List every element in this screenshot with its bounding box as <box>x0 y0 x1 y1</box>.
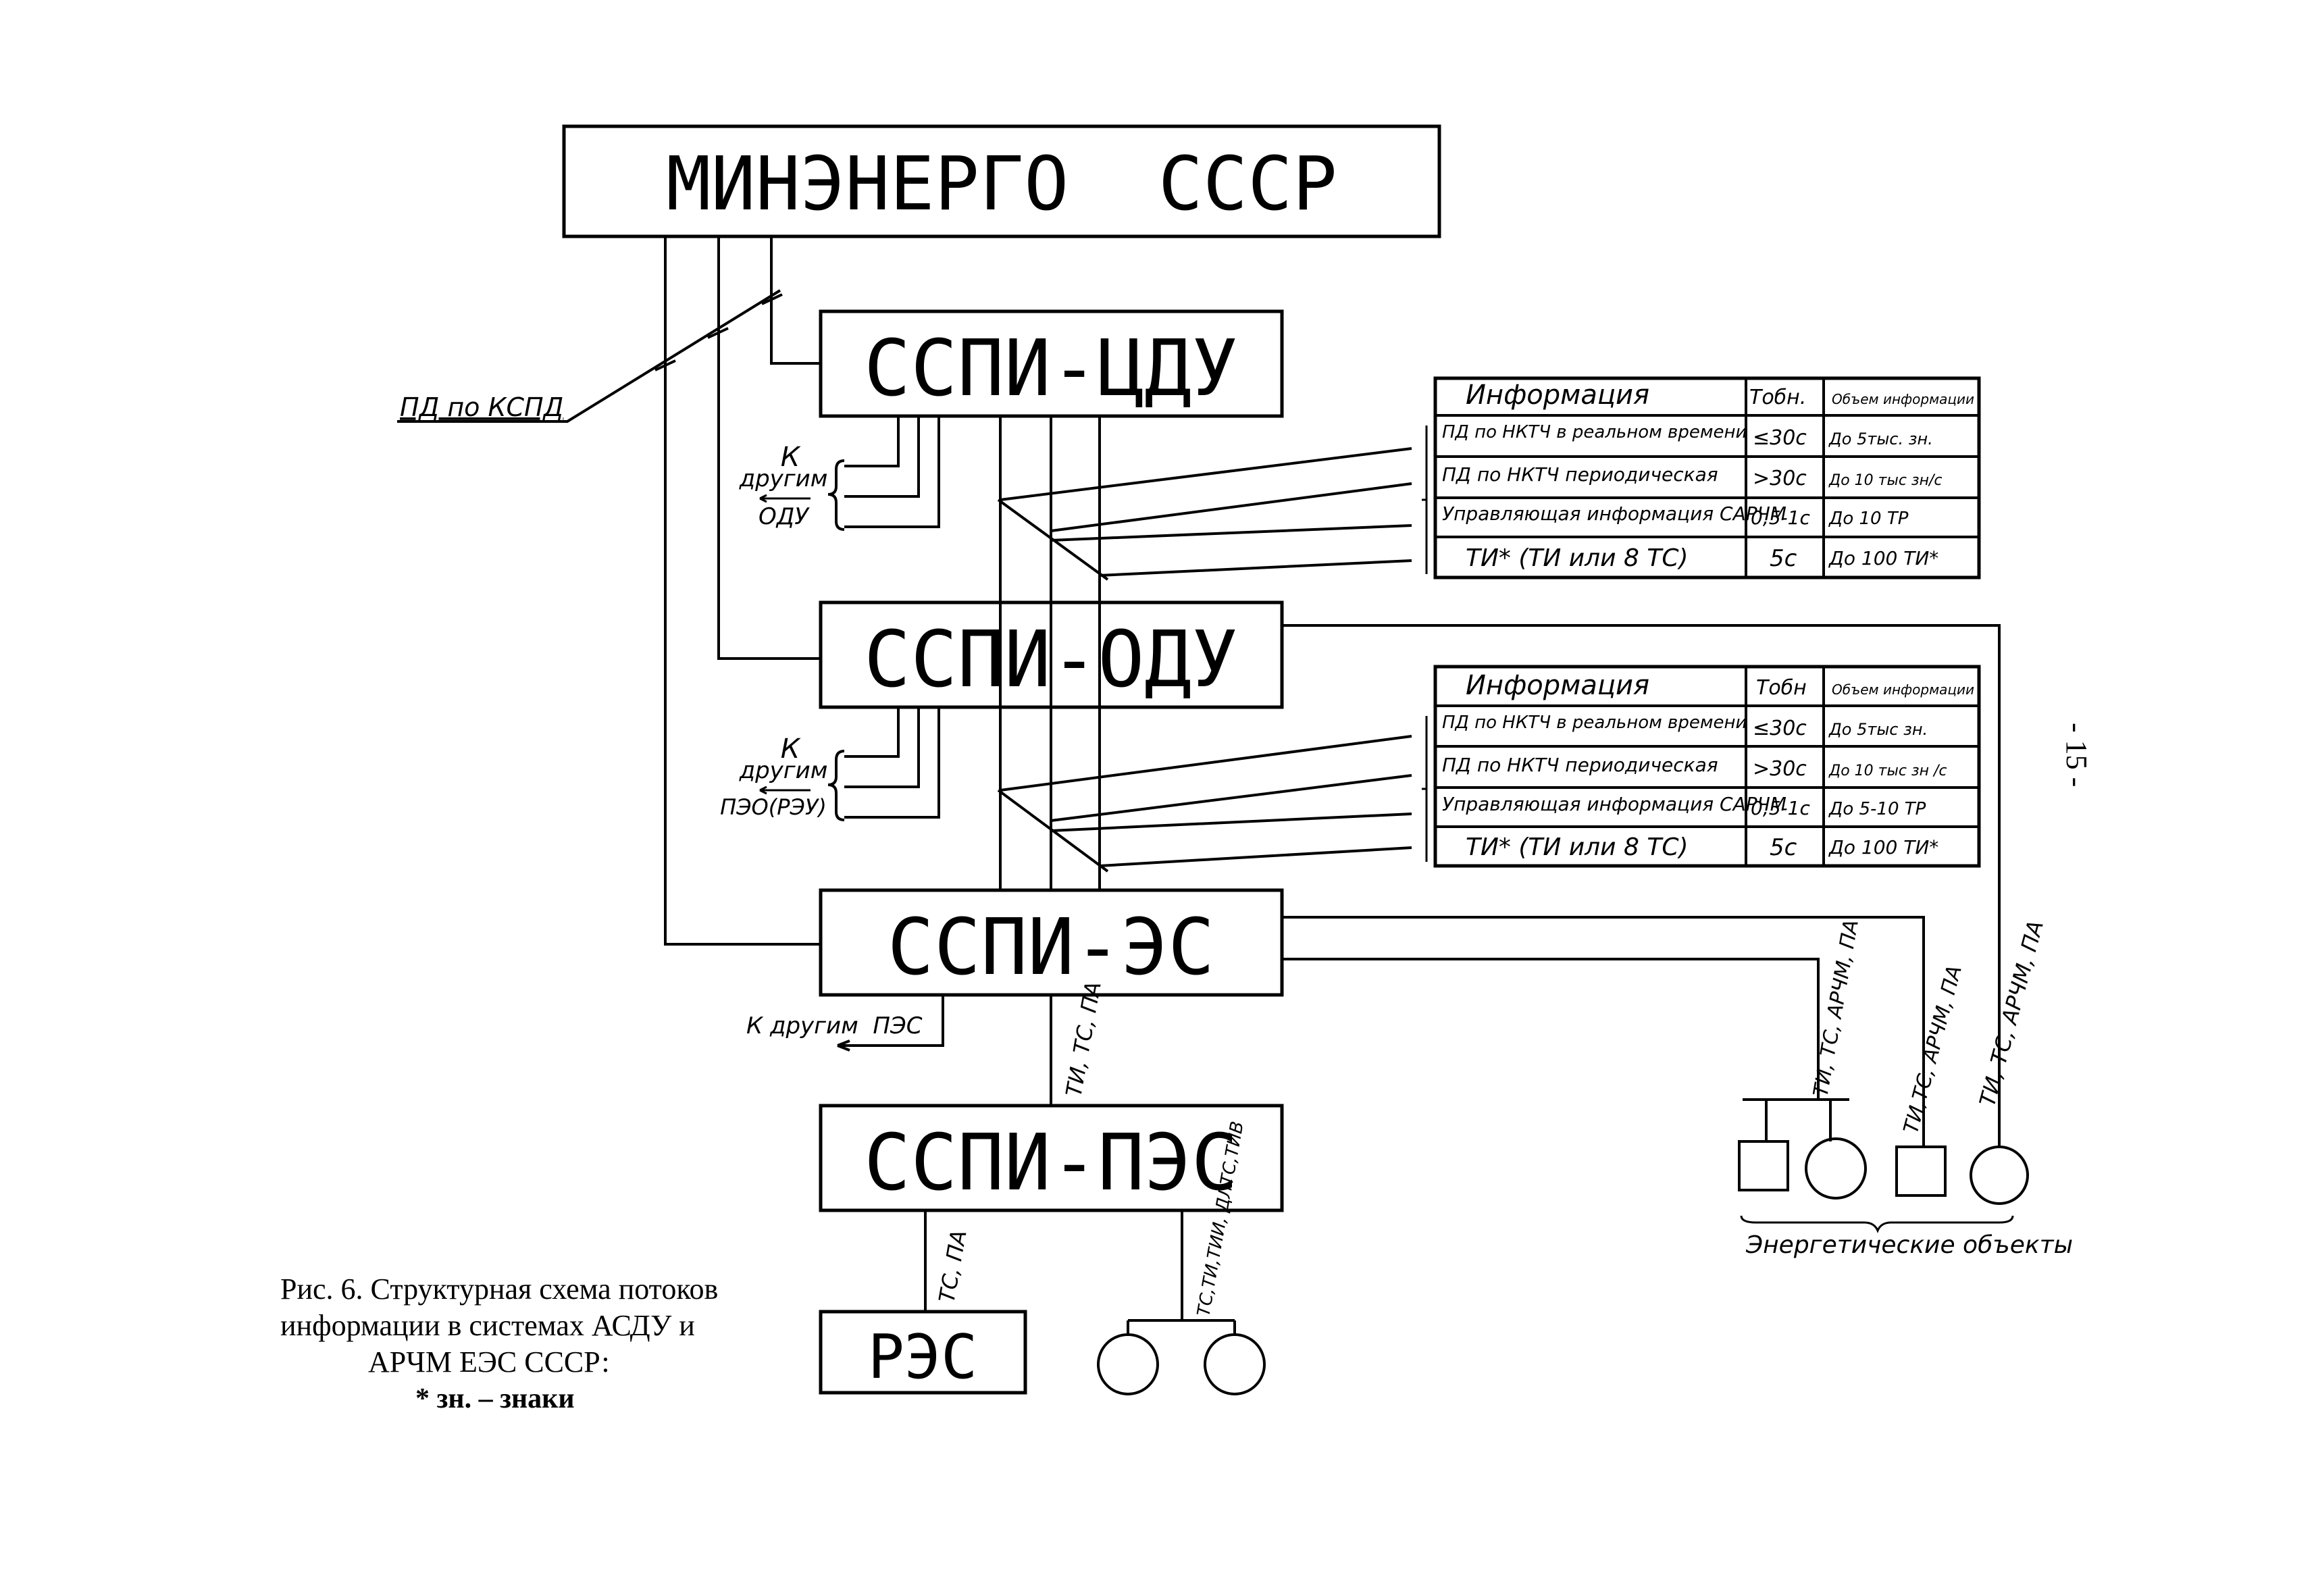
table-odu-row4-t: 5с <box>1770 834 1797 861</box>
table-odu-row1-t: ≤30с <box>1753 717 1807 740</box>
k-drugim-pes-line3: ПЭО(РЭУ) <box>720 794 827 820</box>
table-cdu-header-volume: Объем информации <box>1832 391 1974 407</box>
energy-object-square-1 <box>1738 1140 1789 1191</box>
pd-kspd-link: ПД по КСПД <box>397 289 783 423</box>
table-cdu-row1-v: До 5тыс. зн. <box>1828 430 1933 448</box>
table-odu-row3-v: До 5-10 ТР <box>1828 799 1926 819</box>
table-odu-row3-t: 0,5-1с <box>1751 797 1810 819</box>
energy-object-square-2 <box>1895 1145 1947 1197</box>
table-cdu-row3-info: Управляющая информация САРЧМ <box>1442 503 1786 525</box>
k-drugim-odu-line1: К <box>781 442 801 473</box>
page-number: - 15 - <box>2060 723 2093 788</box>
box-minenergo: МИНЭНЕРГО СССР <box>562 124 1441 238</box>
minenergo-connections <box>664 236 821 946</box>
k-drugim-odu-line2: другим <box>739 465 828 492</box>
table-odu-row2-t: >30с <box>1753 757 1807 781</box>
caption-line-4: * зн. – знаки <box>415 1383 575 1414</box>
table-cdu-header-info: Информация <box>1466 380 1649 411</box>
table-cdu-row3-v: До 10 ТР <box>1828 509 1909 529</box>
table-odu-row2-info: ПД по НКТЧ периодическая <box>1442 754 1718 776</box>
box-sspi-es: ССПИ-ЭС <box>819 888 1284 997</box>
pes-object-circle-1 <box>1097 1333 1159 1395</box>
figure-caption: Рис. 6. Структурная схема потоков информ… <box>280 1271 794 1417</box>
table-odu-row3-info: Управляющая информация САРЧМ <box>1442 793 1786 815</box>
table-left-braces <box>1422 426 1428 862</box>
k-drugim-odu: К другим ОДУ <box>739 416 940 531</box>
table-cdu: Информация Тобн. Объем информации ПД по … <box>1433 376 1981 580</box>
box-res: РЭС <box>819 1310 1027 1395</box>
box-sspi-pes-label: ССПИ-ПЭС <box>864 1118 1238 1208</box>
box-sspi-cdu: ССПИ-ЦДУ <box>819 309 1284 418</box>
caption-line-3: АРЧМ ЕЭС СССР: <box>368 1345 610 1379</box>
energy-objects: Энергетические объекты <box>1738 1098 2073 1259</box>
table-cdu-row1-t: ≤30с <box>1753 426 1807 450</box>
energy-objects-label: Энергетические объекты <box>1745 1231 2073 1259</box>
pes-object-circle-2 <box>1204 1333 1266 1395</box>
table-odu-row2-v: До 10 тыс зн /с <box>1828 763 1947 779</box>
table-odu-row1-info: ПД по НКТЧ в реальном времени <box>1442 713 1747 733</box>
caption-line-1: Рис. 6. Структурная схема потоков <box>280 1272 719 1306</box>
box-sspi-cdu-label: ССПИ-ЦДУ <box>864 324 1238 414</box>
k-drugim-pes-label: К другим ПЭС <box>746 1012 923 1039</box>
table-cdu-row3-t: 0,5-1с <box>1751 507 1810 529</box>
table-cdu-row4-v: До 100 ТИ* <box>1828 547 1938 569</box>
energy-object-circle-1 <box>1805 1137 1867 1200</box>
table-odu: Информация Тобн Объем информации ПД по Н… <box>1433 665 1981 868</box>
caption-line-2: информации в системах АСДУ и <box>280 1309 695 1342</box>
box-sspi-es-label: ССПИ-ЭС <box>888 902 1215 993</box>
table-odu-row4-v: До 100 ТИ* <box>1828 836 1938 858</box>
table-odu-row4-info: ТИ* (ТИ или 8 ТС) <box>1466 833 1689 861</box>
es-to-pes-label: ТИ, ТС, ПА <box>1060 979 1106 1098</box>
table-odu-header-info: Информация <box>1466 670 1649 701</box>
box-sspi-pes: ССПИ-ПЭС <box>819 1104 1284 1212</box>
table-cdu-row1-info: ПД по НКТЧ в реальном времени <box>1442 422 1747 442</box>
table-odu-row1-v: До 5тыс зн. <box>1828 720 1928 739</box>
table-cdu-row2-v: До 10 тыс зн/с <box>1828 472 1943 489</box>
k-drugim-odu-line3: ОДУ <box>759 503 810 530</box>
k-drugim-pes-rzu: К другим ПЭО(РЭУ) <box>720 707 940 821</box>
k-drugim-pes-line1: К <box>781 733 801 765</box>
vertical-bus-lines <box>997 416 1412 890</box>
table-odu-header-volume: Объем информации <box>1832 681 1974 698</box>
table-odu-header-tobn: Тобн <box>1756 676 1807 700</box>
pes-to-res-label: ТС, ПА <box>933 1228 971 1304</box>
table-cdu-row2-t: >30с <box>1753 467 1807 490</box>
box-res-label: РЭС <box>868 1322 978 1393</box>
energy-object-circle-2 <box>1970 1145 2029 1205</box>
table-cdu-header-tobn: Тобн. <box>1749 386 1806 409</box>
k-drugim-pes-line2: другим <box>739 757 828 784</box>
objects-c-label: ТИ, ТС, АРЧМ, ПА <box>1974 918 2049 1109</box>
table-cdu-row4-t: 5с <box>1770 545 1797 572</box>
objects-b-label: ТИ,ТС, АРЧМ, ПА <box>1899 963 1967 1136</box>
pd-kspd-label: ПД по КСПД <box>400 392 563 422</box>
table-cdu-row4-info: ТИ* (ТИ или 8 ТС) <box>1466 544 1689 572</box>
table-cdu-row2-info: ПД по НКТЧ периодическая <box>1442 463 1718 486</box>
box-minenergo-label: МИНЭНЕРГО СССР <box>666 140 1337 227</box>
